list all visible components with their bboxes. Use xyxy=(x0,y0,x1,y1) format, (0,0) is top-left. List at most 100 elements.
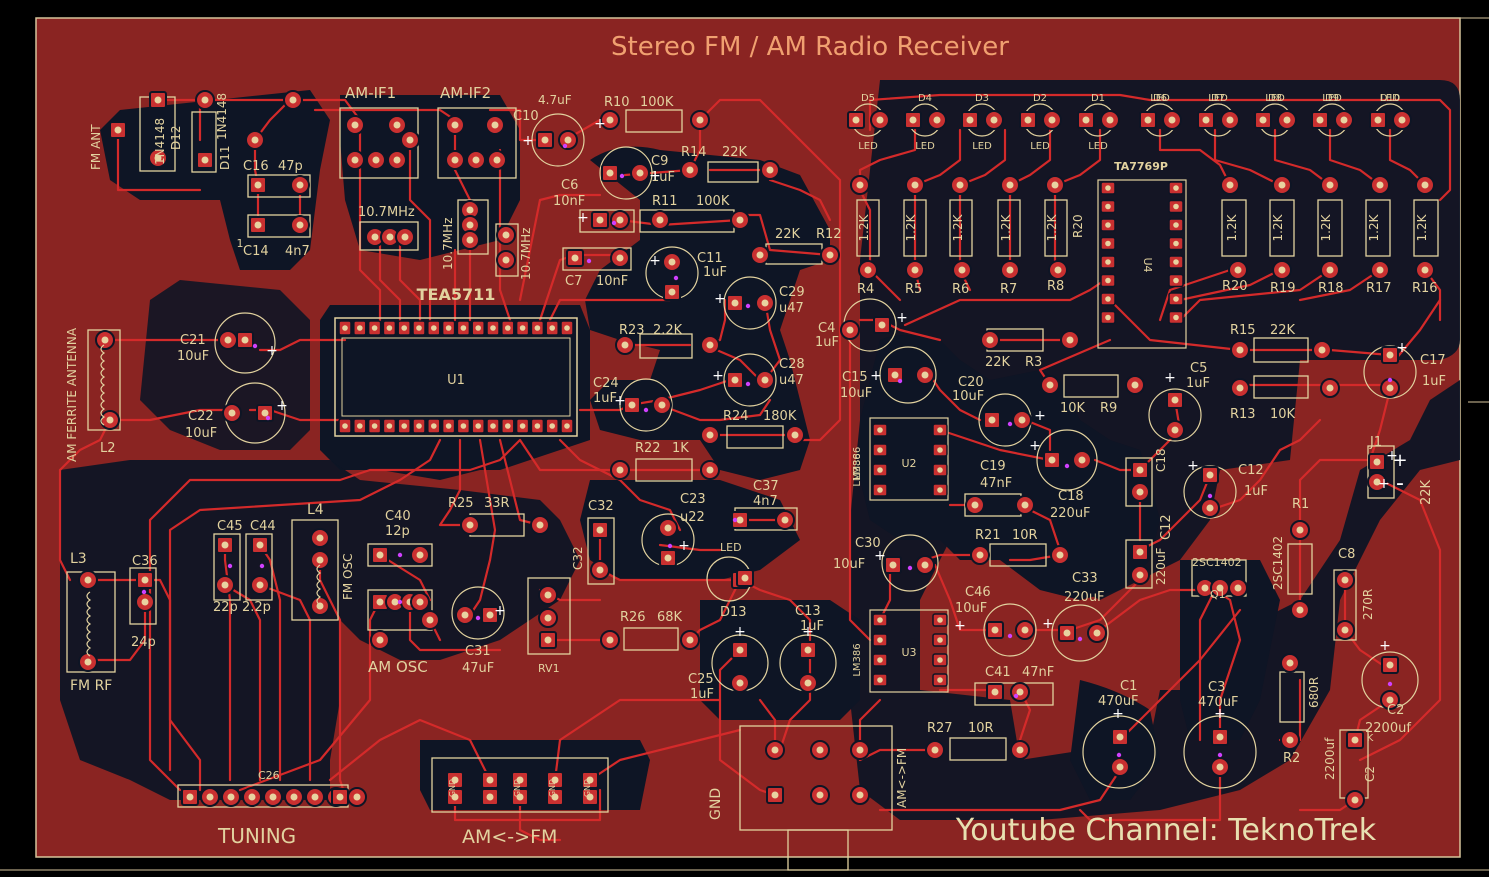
drill-hole xyxy=(966,116,974,124)
led-ref: D3 xyxy=(975,93,989,104)
drill-hole xyxy=(976,551,984,559)
drill-hole xyxy=(889,561,897,569)
drill-hole xyxy=(921,561,929,569)
drill-hole xyxy=(933,116,941,124)
c13-label: C13 xyxy=(795,604,821,619)
plus-mark: + xyxy=(954,618,966,634)
drill-hole xyxy=(154,154,162,162)
drill-hole xyxy=(852,116,860,124)
drill-hole xyxy=(1376,266,1384,274)
pin-mark xyxy=(667,543,673,549)
plus-mark: + xyxy=(1112,706,1124,722)
led-ref: D1 xyxy=(1091,93,1105,104)
drill-hole xyxy=(958,266,966,274)
drill-hole xyxy=(1421,181,1429,189)
c5-label: C5 xyxy=(1190,361,1207,376)
drill-hole xyxy=(781,516,789,524)
drill-hole xyxy=(636,169,644,177)
drill-hole xyxy=(371,423,378,429)
c23-label: C23 xyxy=(680,492,706,507)
c20-label: C20 xyxy=(958,375,984,390)
drill-hole xyxy=(658,401,666,409)
pin-mark xyxy=(475,615,481,621)
drill-hole xyxy=(451,793,459,801)
xt3-label: 10.7MHz xyxy=(519,228,533,280)
c28-label: C28 xyxy=(779,357,805,372)
drill-hole xyxy=(227,793,235,801)
led-ref: D5 xyxy=(861,93,875,104)
plus-mark: + xyxy=(802,624,814,640)
drill-hole xyxy=(686,636,694,644)
drill-hole xyxy=(1171,396,1179,404)
r12-label: R12 xyxy=(816,227,842,242)
pin-mark xyxy=(745,381,751,387)
drill-hole xyxy=(1326,384,1334,392)
drill-hole xyxy=(986,336,994,344)
amfm-label: AM<->FM xyxy=(462,826,557,848)
drill-hole xyxy=(1131,381,1139,389)
d11-value: 1N4148 xyxy=(215,93,229,140)
drill-hole xyxy=(1278,181,1286,189)
pin-mark xyxy=(227,563,233,569)
r6-label: R6 xyxy=(952,282,969,297)
led-ref: D7 xyxy=(1211,93,1225,104)
drill-hole xyxy=(551,776,559,784)
drill-hole xyxy=(256,581,264,589)
drill-hole xyxy=(1016,746,1024,754)
drill-hole xyxy=(864,266,872,274)
drill-hole xyxy=(877,617,883,623)
drill-hole xyxy=(84,576,92,584)
r14-label: R14 xyxy=(681,145,707,160)
drill-hole xyxy=(391,598,399,606)
drill-hole xyxy=(475,423,482,429)
drill-hole xyxy=(731,376,739,384)
drill-hole xyxy=(1234,266,1242,274)
l2-label: L2 xyxy=(100,441,116,456)
led-ref: D9 xyxy=(1325,93,1339,104)
plus-mark: + xyxy=(1034,408,1046,424)
drill-hole xyxy=(1093,629,1101,637)
pin-mark xyxy=(1387,681,1393,687)
c22-label: C22 xyxy=(188,409,214,424)
u3-ref: U3 xyxy=(901,646,916,659)
drill-hole xyxy=(1021,501,1029,509)
r9-val-label: 10K xyxy=(1060,401,1086,416)
drill-hole xyxy=(856,791,864,799)
gnd-label: GND xyxy=(583,779,592,797)
r15-val-label: 22K xyxy=(1270,323,1296,338)
drill-hole xyxy=(1202,116,1210,124)
drill-hole xyxy=(937,447,943,453)
drill-hole xyxy=(1105,314,1111,321)
plus-mark: + xyxy=(734,624,746,640)
pin-mark xyxy=(1007,421,1013,427)
drill-hole xyxy=(971,501,979,509)
drill-hole xyxy=(606,636,614,644)
c36-val-label: 24p xyxy=(131,635,156,650)
u1-pins-top xyxy=(338,320,574,336)
drill-hole xyxy=(544,614,552,622)
c33-label: C33 xyxy=(1072,571,1098,586)
fm-ant-label: FM ANT xyxy=(89,124,103,170)
c1-label: C1 xyxy=(1120,679,1137,694)
drill-hole xyxy=(431,423,437,429)
plus-mark: + xyxy=(1164,370,1176,386)
drill-hole xyxy=(186,793,194,801)
u1-tea5711: TEA5711 U1 xyxy=(334,285,578,437)
led-label: LED xyxy=(1150,93,1170,104)
u4-pins xyxy=(1100,181,1184,325)
d11-label: D11 xyxy=(218,145,232,170)
drill-hole xyxy=(401,325,408,331)
drill-hole xyxy=(1105,259,1111,265)
c46-val-label: 10uF xyxy=(955,601,987,616)
drill-hole xyxy=(376,636,384,644)
d12-label: D12 xyxy=(169,125,183,150)
r25-label: R25 xyxy=(448,496,474,511)
drill-hole xyxy=(376,551,384,559)
drill-hole xyxy=(460,423,467,429)
r10-val-label: 100K xyxy=(640,95,674,110)
c25-label: C25 xyxy=(688,672,714,687)
drill-hole xyxy=(541,136,549,144)
r26-label: R26 xyxy=(620,610,646,625)
plus-mark: + xyxy=(577,210,589,226)
